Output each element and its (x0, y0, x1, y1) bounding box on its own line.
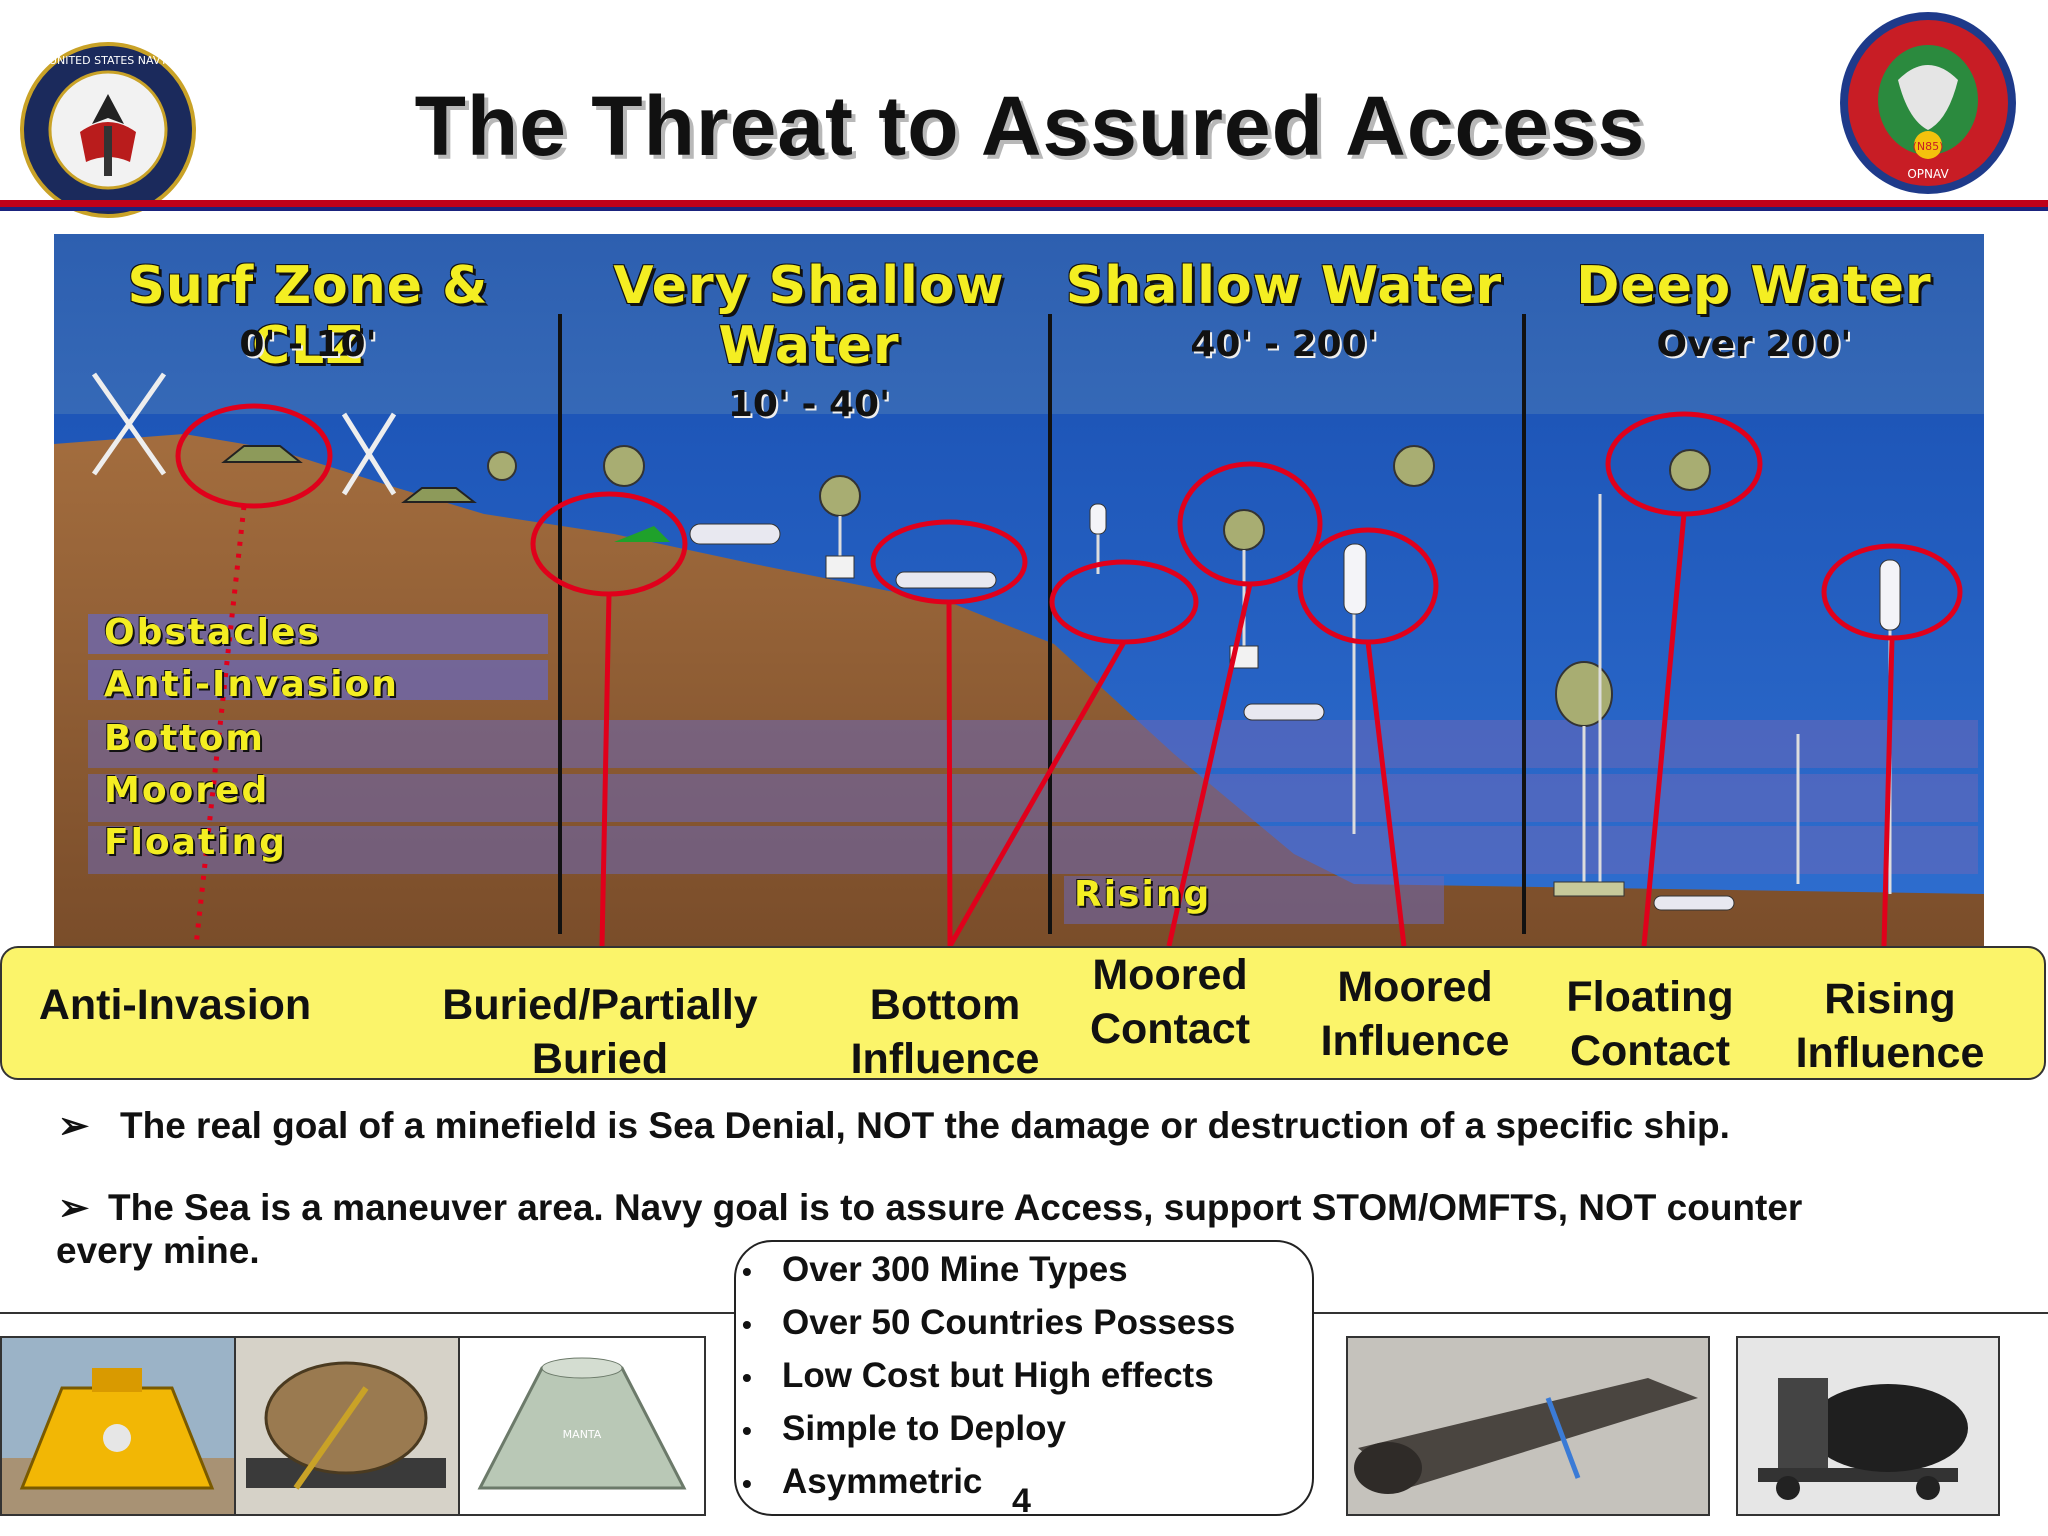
expeditionary-warfare-seal-logo: (N85) OPNAV (1838, 10, 2018, 196)
bullet-dot-icon: • (742, 1362, 752, 1393)
bullet-dot-icon: • (742, 1415, 752, 1446)
callout-line: Contact (1569, 1027, 1731, 1075)
zone-depth-deep: Over 200' (1656, 324, 1852, 365)
stat-item: • Over 50 Countries Possess (742, 1303, 1235, 1343)
callout-line: Contact (1089, 1005, 1251, 1053)
callout-anti-invasion: Anti-Invasion (10, 978, 340, 1032)
zone-title-deep: Deep Water (1576, 256, 1932, 316)
illustration-background (54, 234, 1984, 946)
zone-depth-surf: 0' - 10' (239, 324, 377, 365)
callout-line: Anti-Invasion (38, 981, 312, 1029)
callout-line: Influence (1320, 1017, 1510, 1065)
stat-text: Over 300 Mine Types (782, 1250, 1128, 1289)
band-label-anti-invasion: Anti-Invasion (104, 664, 399, 705)
bullet-dot-icon: • (742, 1309, 752, 1340)
callout-line: Moored (1337, 963, 1493, 1011)
arrow-bullet-icon: ➢ (58, 1187, 90, 1228)
bullet-text: The Sea is a maneuver area. Navy goal is… (108, 1187, 1803, 1228)
bullet-sea-denial: ➢ The real goal of a minefield is Sea Den… (58, 1104, 2018, 1147)
page-title: The Threat to Assured Access (414, 79, 1646, 173)
mine-facts-box (734, 1240, 1314, 1516)
callout-bottom-influence: Bottom Influence (800, 978, 1090, 1086)
stat-text: Low Cost but High effects (782, 1356, 1214, 1395)
svg-text:OPNAV: OPNAV (1907, 167, 1949, 181)
stat-item: • Asymmetric (742, 1462, 982, 1502)
band-label-obstacles: Obstacles (104, 612, 321, 653)
callout-line: Moored (1092, 951, 1248, 999)
callout-rising-influence: Rising Influence (1770, 972, 2010, 1080)
bullet-text: The real goal of a minefield is Sea Deni… (120, 1105, 1730, 1146)
photo-bronze-mine (234, 1336, 460, 1516)
manta-label: MANTA (563, 1428, 602, 1441)
callout-line: Influence (850, 1035, 1040, 1083)
page-number: 4 (1012, 1482, 1031, 1520)
stat-item: • Simple to Deploy (742, 1409, 1066, 1449)
stat-item: • Low Cost but High effects (742, 1356, 1214, 1396)
stat-text: Asymmetric (782, 1462, 983, 1501)
zone-title-very-shallow-line2: Water (718, 316, 900, 376)
band-label-bottom: Bottom (104, 718, 265, 759)
stat-text: Simple to Deploy (782, 1409, 1066, 1448)
navy-seal-logo: UNITED STATES NAVY (20, 42, 196, 218)
photo-torpedo-mine (1346, 1336, 1710, 1516)
svg-text:(N85): (N85) (1913, 140, 1944, 153)
zone-title-surf: Surf Zone & CLZ (127, 256, 489, 376)
callout-line: Bottom (869, 981, 1021, 1029)
bullet-dot-icon: • (742, 1468, 752, 1499)
callout-moored-influence: Moored Influence (1300, 960, 1530, 1068)
callout-line: Floating (1566, 973, 1734, 1021)
band-label-rising: Rising (1074, 874, 1212, 915)
photo-mine-on-cart (1736, 1336, 2000, 1516)
photo-manta-mine: MANTA (458, 1336, 706, 1516)
arrow-bullet-icon: ➢ (58, 1105, 90, 1146)
header-rule-red (0, 200, 2048, 207)
svg-text:UNITED STATES NAVY: UNITED STATES NAVY (49, 54, 167, 67)
bullet-dot-icon: • (742, 1256, 752, 1287)
mine-threat-illustration: Surf Zone & CLZ 0' - 10' Very Shallow Wa… (54, 234, 1984, 946)
mine-type-callout-bar (0, 946, 2046, 1080)
zone-title-shallow: Shallow Water (1065, 256, 1503, 316)
band-label-moored: Moored (104, 770, 270, 811)
callout-line: Rising (1824, 975, 1956, 1023)
callout-buried: Buried/Partially Buried (400, 978, 800, 1086)
stat-text: Over 50 Countries Possess (782, 1303, 1236, 1342)
bullet-maneuver-area: ➢ The Sea is a maneuver area. Navy goal i… (58, 1186, 2018, 1229)
header-rule-blue (0, 207, 2048, 211)
zone-depth-shallow: 40' - 200' (1190, 324, 1378, 365)
bullet-maneuver-continuation: every mine. (56, 1230, 260, 1271)
callout-line: Influence (1795, 1029, 1985, 1077)
callout-moored-contact: Moored Contact (1070, 948, 1270, 1056)
callout-floating-contact: Floating Contact (1540, 970, 1760, 1078)
callout-line: Buried (531, 1035, 669, 1083)
photo-yellow-mine (0, 1336, 236, 1516)
zone-title-very-shallow-line1: Very Shallow (613, 256, 1005, 316)
band-label-floating: Floating (104, 822, 287, 863)
zone-depth-very-shallow: 10' - 40' (727, 384, 891, 425)
footer-rule-right (1312, 1312, 2048, 1314)
footer-rule-left (0, 1312, 740, 1314)
callout-line: Buried/Partially (442, 981, 758, 1029)
stat-item: • Over 300 Mine Types (742, 1250, 1128, 1290)
